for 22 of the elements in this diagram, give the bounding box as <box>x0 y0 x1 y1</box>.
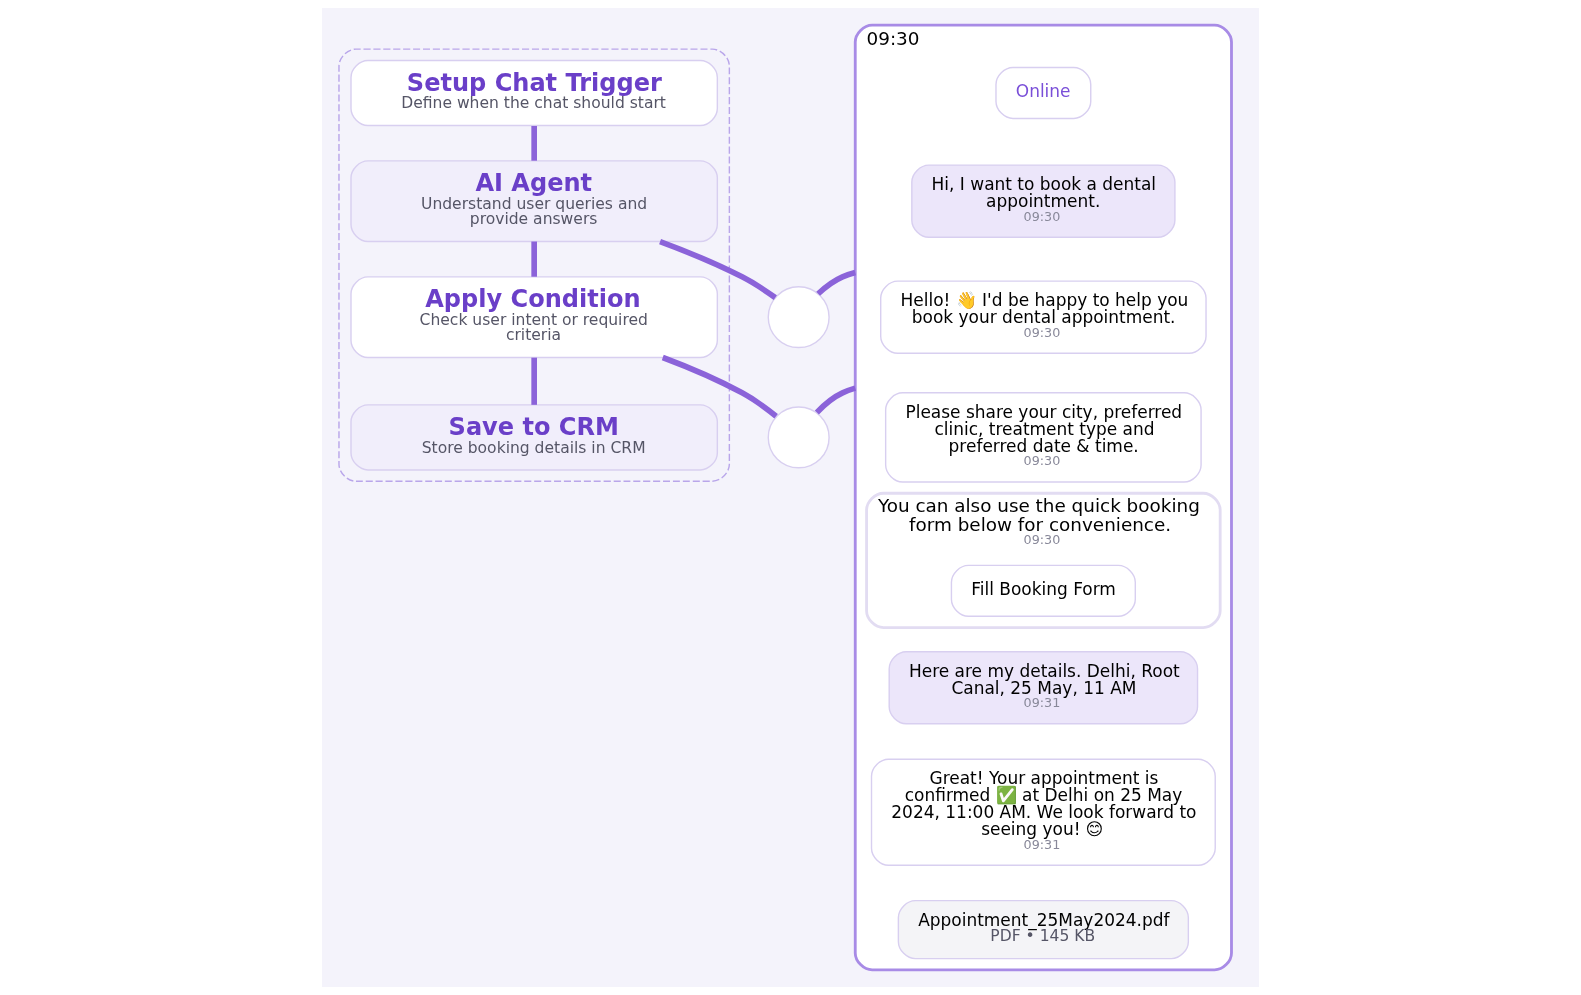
node-box: Appointment_25May2024.pdf PDF • 145 KB <box>897 899 1190 960</box>
node-circle <box>767 406 830 469</box>
connector <box>531 357 537 405</box>
cluster <box>338 48 731 482</box>
connector <box>661 354 778 419</box>
node-box: AI Agent Understand user queries and provide answers <box>350 160 719 243</box>
node-box: Setup Chat Trigger Define when the chat should start <box>350 59 719 127</box>
connector <box>531 126 537 161</box>
node-circle <box>767 286 830 349</box>
connector <box>659 238 777 300</box>
node-box: Online <box>995 66 1092 120</box>
connector <box>531 241 537 277</box>
node-box: Please share your city, preferred clinic, treatment type and preferred date & time. 09:30 <box>884 392 1202 483</box>
node-box: Apply Condition Check user intent or required criteria <box>350 276 719 359</box>
node-box: Here are my details. Delhi, Root Canal, 25 May, 11 AM 09:31 <box>888 650 1199 725</box>
node-box: Hello! 👋 I'd be happy to help you book your dental appointment. 09:30 <box>880 280 1207 354</box>
connector <box>816 269 856 296</box>
node-box: Great! Your appointment is confirmed ✅ at Delhi on 25 May 2024, 11:00 AM. We look forward to seeing you! 😊 09:31 <box>870 758 1216 866</box>
node-box: Fill Booking Form <box>950 564 1136 617</box>
connector <box>814 385 857 415</box>
node-box: Hi, I want to book a dental appointment. 09:30 <box>911 164 1176 238</box>
node-box: Save to CRM Store booking details in CRM <box>350 404 719 471</box>
